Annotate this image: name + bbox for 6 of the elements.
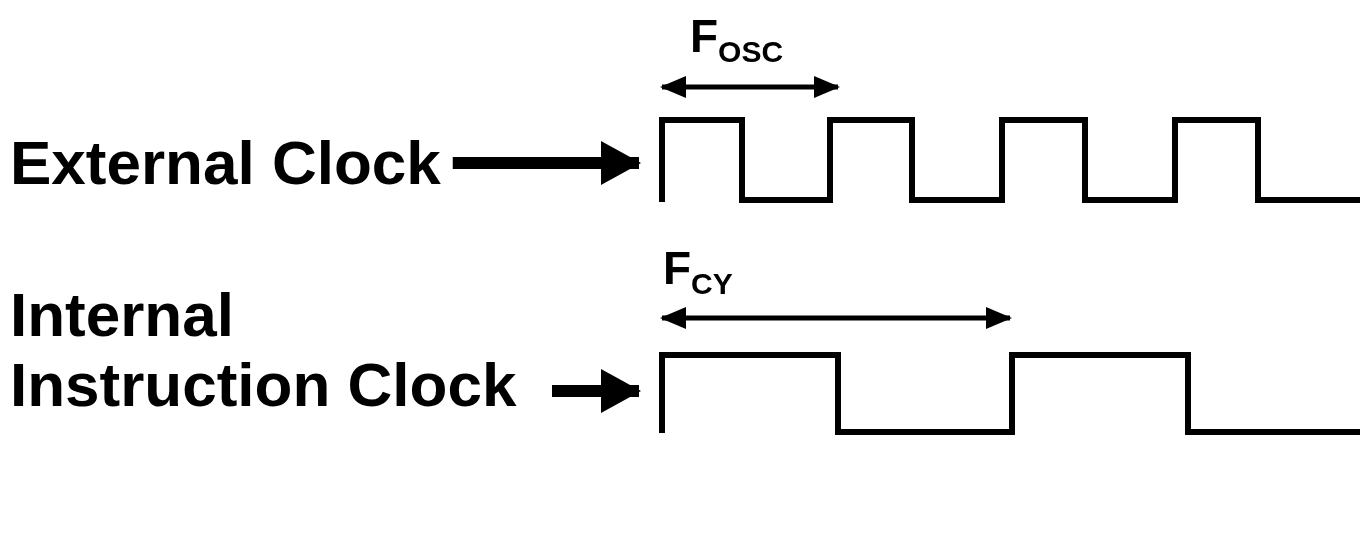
frequency-label: F$_{CY}$ <box>663 241 733 303</box>
arrow <box>452 141 641 185</box>
frequency-label: F$_{OSC}$ <box>690 9 784 71</box>
signal-label: Internal Instruction Clock <box>10 280 540 420</box>
arrow <box>552 369 641 413</box>
signal-label: External Clock <box>10 128 441 198</box>
